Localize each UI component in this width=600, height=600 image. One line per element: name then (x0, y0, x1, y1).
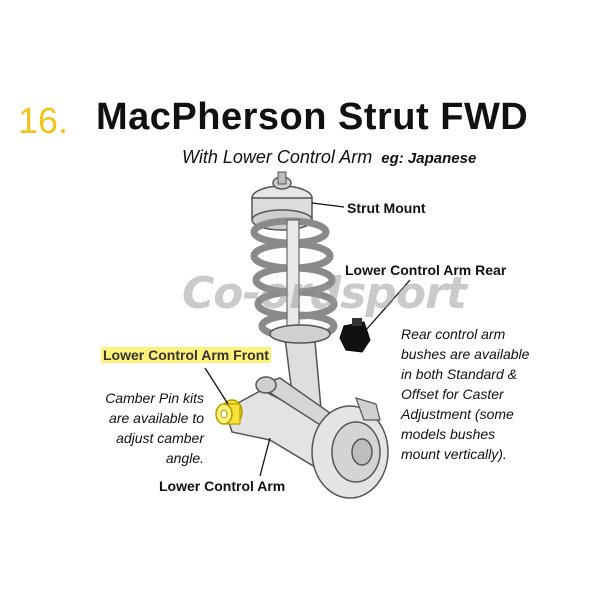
label-lower-control-arm-front: Lower Control Arm Front (101, 347, 271, 363)
watermark-logo: Co-ordsport (182, 268, 467, 319)
rear-note-line: models bushes (401, 426, 496, 442)
rear-note-line: Offset for Caster (401, 386, 504, 402)
subtitle-text: With Lower Control Arm (182, 147, 373, 167)
rear-note-line: Rear control arm (401, 326, 506, 342)
rear-bush (339, 318, 371, 353)
label-lower-control-arm-rear: Lower Control Arm Rear (345, 262, 507, 278)
rear-note-line: in both Standard & (401, 366, 517, 382)
camber-note-line: Camber Pin kits (105, 390, 204, 406)
brake-disc (311, 397, 389, 499)
page-subtitle: With Lower Control Arm eg: Japanese (182, 147, 476, 168)
label-lower-control-arm: Lower Control Arm (159, 478, 286, 494)
page-title: MacPherson Strut FWD (96, 96, 529, 138)
camber-note: Camber Pin kits are available to adjust … (84, 388, 204, 468)
front-bush (215, 399, 243, 425)
leader-lines (204, 202, 411, 477)
rear-note-line: mount vertically). (401, 446, 507, 462)
camber-note-line: are available to (109, 410, 204, 426)
section-number: 16. (18, 100, 69, 141)
rear-bush-note: Rear control arm bushes are available in… (401, 324, 551, 464)
rear-note-line: Adjustment (some (401, 406, 514, 422)
camber-note-line: adjust camber (116, 430, 204, 446)
label-strut-mount: Strut Mount (347, 200, 426, 216)
subtitle-example: eg: Japanese (381, 150, 477, 167)
label-lower-control-arm-front-text: Lower Control Arm Front (101, 347, 271, 363)
camber-note-line: angle. (165, 450, 204, 466)
rear-note-line: bushes are available (401, 346, 530, 362)
